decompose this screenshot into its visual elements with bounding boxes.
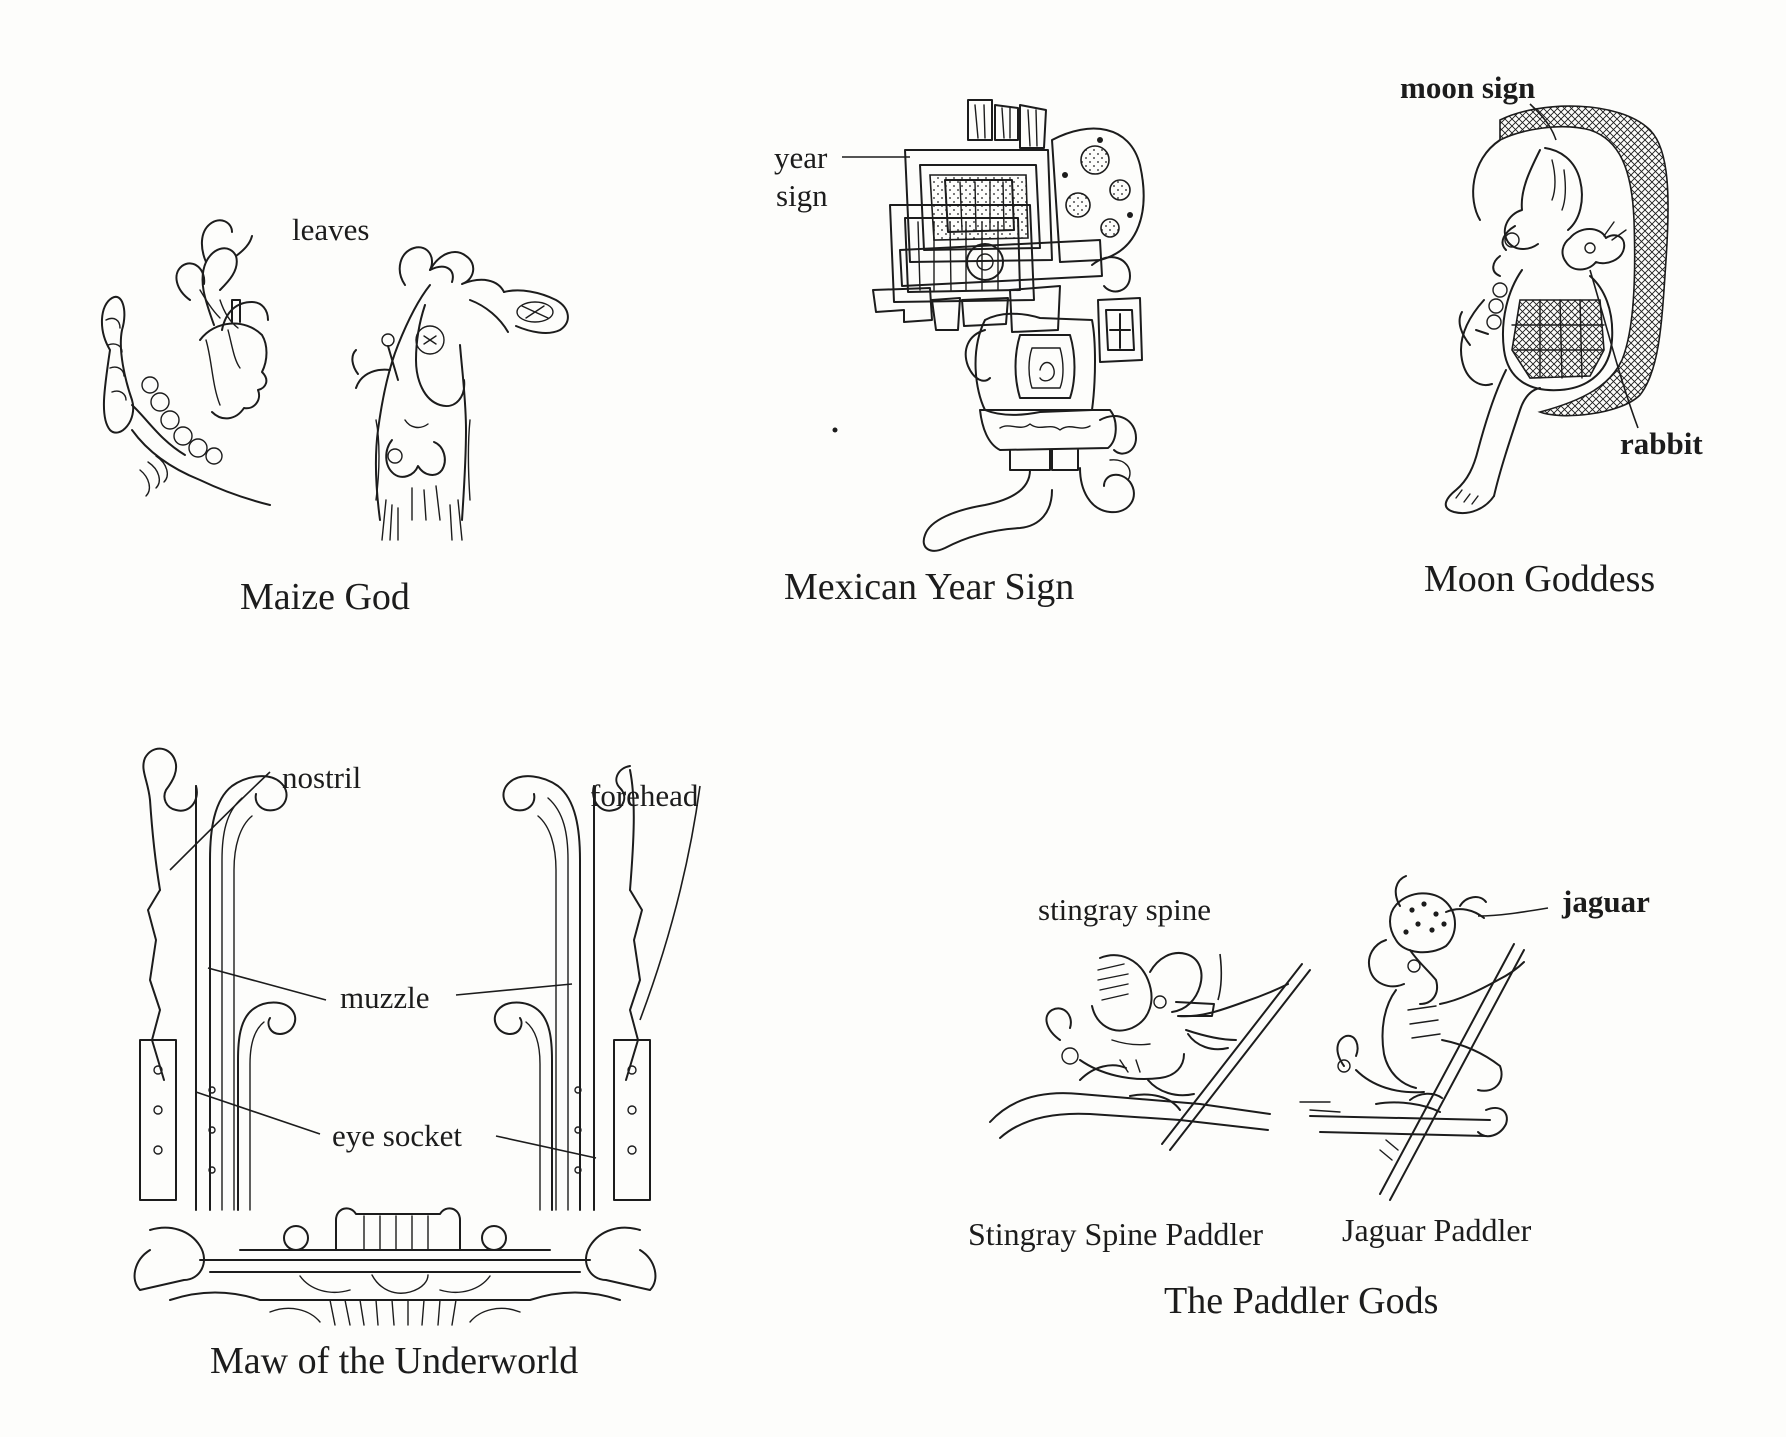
- label-forehead: forehead: [590, 778, 699, 813]
- label-muzzle: muzzle: [340, 980, 430, 1015]
- label-eye-socket: eye socket: [332, 1118, 462, 1153]
- year-sign-drawing: [832, 99, 1145, 552]
- moon-goddess-drawing: [1444, 103, 1669, 514]
- label-sign: sign: [776, 178, 828, 213]
- label-rabbit: rabbit: [1620, 426, 1703, 461]
- caption-mexican-year-sign: Mexican Year Sign: [784, 566, 1075, 608]
- caption-the-paddler-gods: The Paddler Gods: [1164, 1280, 1439, 1322]
- label-stingray-spine: stingray spine: [1038, 892, 1212, 927]
- label-nostril: nostril: [282, 760, 362, 795]
- caption-maize-god: Maize God: [240, 576, 410, 618]
- paddler-gods-drawing: [989, 875, 1549, 1201]
- label-year: year: [774, 140, 828, 175]
- caption-maw-of-the-underworld: Maw of the Underworld: [210, 1340, 579, 1382]
- label-jaguar: jaguar: [1562, 884, 1650, 919]
- label-moon-sign: moon sign: [1400, 70, 1536, 105]
- caption-jaguar-paddler: Jaguar Paddler: [1342, 1212, 1532, 1248]
- underworld-maw-drawing: [133, 747, 701, 1326]
- caption-stingray-spine-paddler: Stingray Spine Paddler: [968, 1216, 1264, 1252]
- caption-moon-goddess: Moon Goddess: [1424, 558, 1656, 600]
- label-leaves: leaves: [292, 212, 370, 247]
- maize-god-drawing: [101, 219, 569, 541]
